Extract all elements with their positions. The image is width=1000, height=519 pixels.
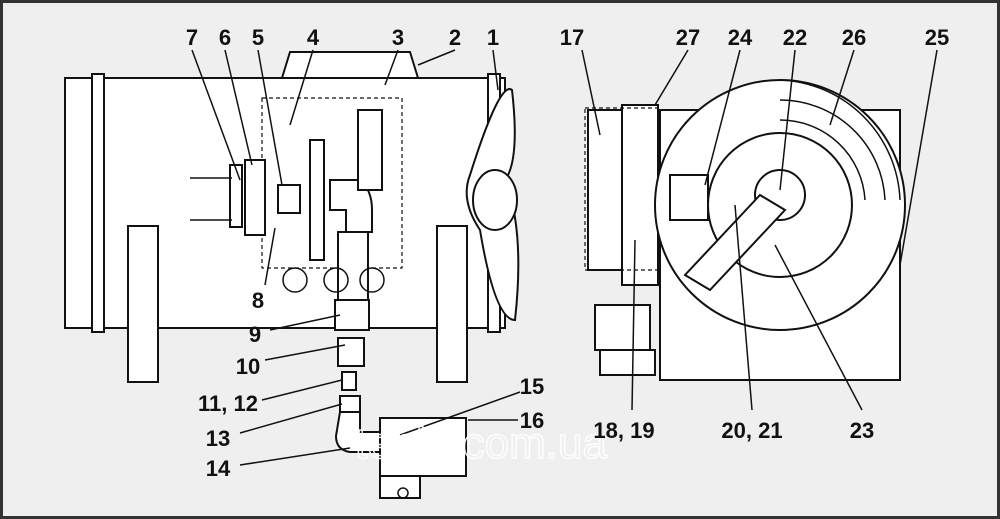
part-labels: 7 6 5 4 3 2 1 8 9 10 11, 12 13 14 15 16 … xyxy=(186,25,949,481)
label-2: 2 xyxy=(449,25,461,50)
label-5: 5 xyxy=(252,25,264,50)
label-4: 4 xyxy=(307,25,320,50)
label-8: 8 xyxy=(252,288,264,313)
label-9: 9 xyxy=(249,322,261,347)
label-6: 6 xyxy=(219,25,231,50)
label-26: 26 xyxy=(842,25,866,50)
label-25: 25 xyxy=(925,25,949,50)
label-17: 17 xyxy=(560,25,584,50)
leader-lines xyxy=(191,49,938,466)
label-13: 13 xyxy=(206,426,230,451)
label-16: 16 xyxy=(520,408,544,433)
label-1: 1 xyxy=(487,25,499,50)
heater-side-view xyxy=(64,51,520,499)
heater-front-view xyxy=(584,79,906,381)
label-3: 3 xyxy=(392,25,404,50)
label-7: 7 xyxy=(186,25,198,50)
watermark: teplo.com.ua xyxy=(355,419,607,468)
label-27: 27 xyxy=(676,25,700,50)
label-22: 22 xyxy=(783,25,807,50)
label-11-12: 11, 12 xyxy=(198,391,258,416)
label-14: 14 xyxy=(206,456,231,481)
label-23: 23 xyxy=(850,418,874,443)
label-15: 15 xyxy=(520,374,544,399)
label-10: 10 xyxy=(236,354,260,379)
label-24: 24 xyxy=(728,25,753,50)
label-18-19: 18, 19 xyxy=(593,418,654,443)
label-20-21: 20, 21 xyxy=(721,418,782,443)
